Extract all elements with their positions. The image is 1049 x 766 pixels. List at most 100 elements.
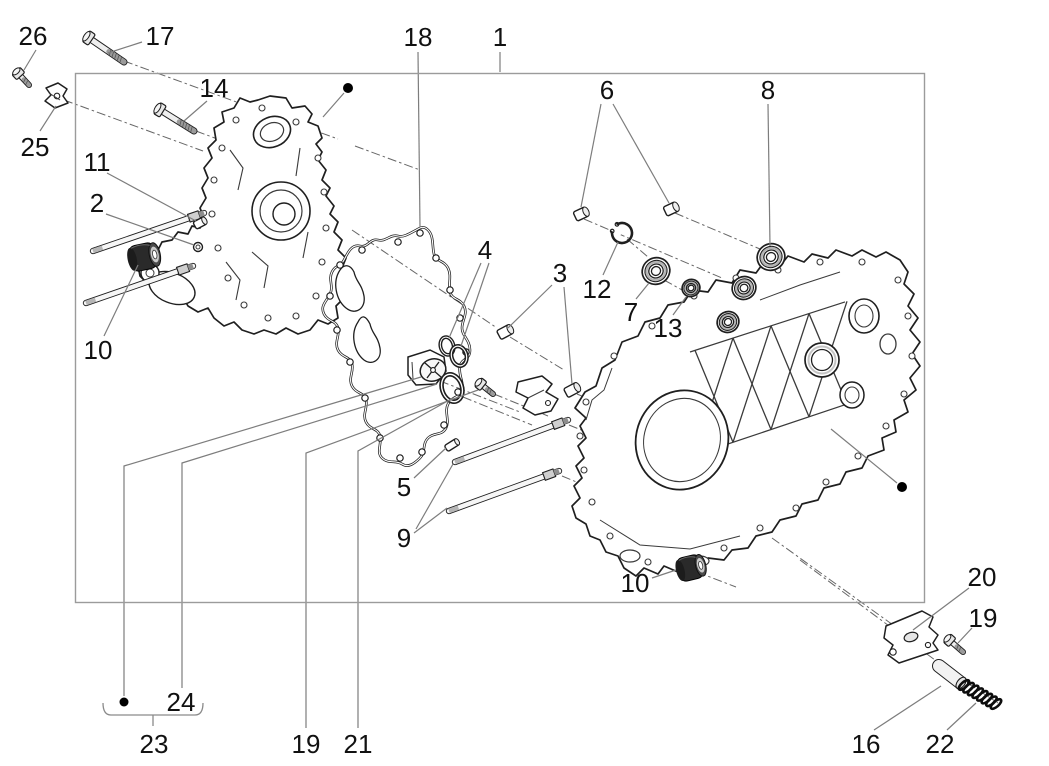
callout-c10b: 10 bbox=[621, 568, 650, 598]
callout-c4: 4 bbox=[478, 235, 492, 265]
part-bearing-7 bbox=[641, 256, 671, 286]
callout-c20: 20 bbox=[968, 562, 997, 592]
part-stud-lower bbox=[82, 262, 197, 307]
part-bolt-26 bbox=[11, 67, 32, 89]
loose-parts bbox=[11, 30, 1003, 711]
part-pump-23 bbox=[407, 349, 447, 386]
leader-line-13 bbox=[672, 296, 687, 316]
callout-c17: 17 bbox=[146, 21, 175, 51]
leader-line-19 bbox=[305, 389, 479, 728]
callout-c22: 22 bbox=[926, 729, 955, 759]
leader-line-24 bbox=[181, 383, 438, 688]
part-circlip-12 bbox=[603, 218, 634, 245]
callout-c11: 11 bbox=[84, 147, 111, 177]
part-silentblock-10b bbox=[675, 554, 707, 582]
leader-line-11 bbox=[106, 172, 197, 222]
leader-line-18 bbox=[417, 51, 421, 228]
leader-line-dot bbox=[123, 376, 422, 696]
assembly-axis bbox=[439, 380, 521, 413]
assembly-axis bbox=[63, 99, 204, 152]
part-bolt-19-center bbox=[474, 377, 497, 398]
part-bush-6b bbox=[662, 201, 680, 217]
callout-c25: 25 bbox=[21, 132, 50, 162]
dot-pump bbox=[119, 697, 129, 707]
leader-line-19 bbox=[957, 627, 973, 644]
assembly-axis bbox=[583, 218, 723, 279]
part-spring-22 bbox=[957, 678, 1003, 711]
part-bearing-13 bbox=[681, 278, 701, 298]
leader-line-21 bbox=[357, 397, 454, 728]
callout-c18: 18 bbox=[404, 22, 433, 52]
callout-c21: 21 bbox=[344, 729, 373, 759]
callout-c9: 9 bbox=[397, 523, 411, 553]
part-bush-6a bbox=[572, 206, 590, 222]
diagram-frame bbox=[74, 72, 926, 604]
part-nut-2 bbox=[192, 241, 204, 253]
leader-lines bbox=[23, 41, 977, 731]
leader-line-4 bbox=[460, 262, 490, 347]
part-gasket-18 bbox=[321, 226, 472, 467]
leader-line-dot bbox=[322, 92, 345, 118]
leader-line-3 bbox=[563, 286, 573, 385]
part-pin-3b bbox=[563, 382, 582, 398]
leader-line-9 bbox=[413, 507, 448, 534]
part-clamp-25 bbox=[44, 82, 69, 109]
callout-c26: 26 bbox=[19, 21, 48, 51]
leader-line-20 bbox=[912, 587, 970, 631]
group-bracket-23 bbox=[102, 702, 204, 726]
callout-c1: 1 bbox=[493, 22, 507, 52]
callout-c6: 6 bbox=[600, 75, 614, 105]
assembly-axis bbox=[626, 238, 649, 258]
callout-c19b: 19 bbox=[969, 603, 998, 633]
callout-c5: 5 bbox=[397, 472, 411, 502]
part-bolt-14 bbox=[153, 102, 198, 135]
leader-line-26 bbox=[23, 49, 37, 71]
leader-line-8 bbox=[767, 103, 771, 247]
part-silentblock-10a bbox=[127, 242, 162, 272]
callout-c12: 12 bbox=[583, 274, 612, 304]
part-bearing-low bbox=[716, 310, 740, 334]
callout-c10a: 10 bbox=[84, 335, 113, 365]
leader-line-3 bbox=[507, 284, 553, 329]
part-plate-20 bbox=[883, 610, 939, 664]
callout-c8: 8 bbox=[761, 75, 775, 105]
callout-c24: 24 bbox=[167, 687, 196, 717]
leader-line-7 bbox=[635, 282, 650, 300]
part-bolt-19-right bbox=[943, 633, 967, 656]
part-stud-9a bbox=[451, 416, 572, 466]
leader-line-10 bbox=[651, 569, 677, 579]
callout-c16: 16 bbox=[852, 729, 881, 759]
leader-line-2 bbox=[105, 213, 195, 246]
part-pin-11 bbox=[192, 216, 208, 230]
leader-line-6 bbox=[580, 103, 602, 208]
callout-c23: 23 bbox=[140, 729, 169, 759]
part-oring-21 bbox=[439, 372, 465, 404]
assembly-axis bbox=[509, 336, 565, 371]
part-oring-4b bbox=[449, 344, 469, 368]
dot-right-case bbox=[897, 482, 907, 492]
callout-c2: 2 bbox=[90, 188, 104, 218]
assembly-axis bbox=[462, 396, 533, 426]
part-stud-upper bbox=[89, 209, 208, 255]
part-stud-9b bbox=[445, 467, 563, 515]
part-bearing-8 bbox=[756, 242, 786, 272]
leader-line-16 bbox=[873, 685, 942, 731]
leader-line-12 bbox=[602, 241, 619, 276]
assembly-axis bbox=[354, 145, 421, 171]
leader-line-5 bbox=[413, 447, 447, 479]
leader-line-10 bbox=[103, 264, 139, 337]
leader-line-14 bbox=[183, 100, 208, 122]
callout-c3: 3 bbox=[553, 258, 567, 288]
assembly-axis bbox=[771, 537, 901, 631]
callout-c19a: 19 bbox=[292, 729, 321, 759]
leader-line-4 bbox=[448, 262, 482, 339]
leader-line-6 bbox=[612, 103, 670, 204]
dot-left-case bbox=[343, 83, 353, 93]
part-pin-3a bbox=[496, 324, 515, 340]
leader-line-17 bbox=[107, 41, 143, 54]
callout-c14: 14 bbox=[200, 73, 229, 103]
callout-c7: 7 bbox=[624, 297, 638, 327]
